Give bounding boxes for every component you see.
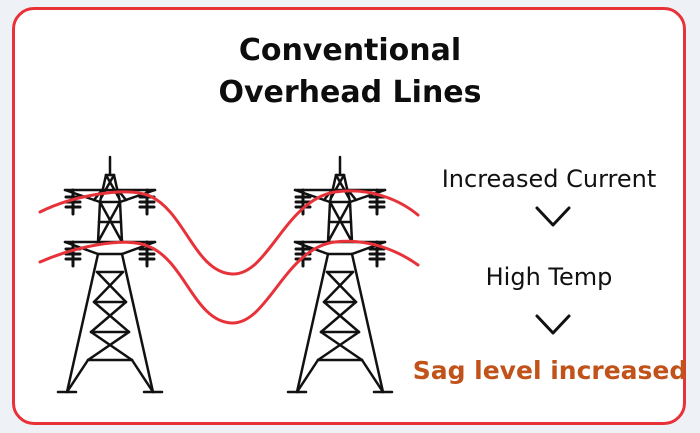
power-line-upper [38, 189, 420, 276]
chevron-down-icon [535, 206, 571, 227]
step-increased-current: Increased Current [441, 165, 657, 193]
title-line-1: Conventional [238, 33, 462, 68]
chevron-down-icon [535, 314, 571, 335]
title-line-2: Overhead Lines [218, 75, 482, 110]
step-high-temp: High Temp [485, 263, 613, 291]
page-title: Conventional Overhead Lines [0, 30, 700, 114]
result-sag-level: Sag level increased [412, 356, 688, 385]
power-line-lower [38, 239, 420, 325]
